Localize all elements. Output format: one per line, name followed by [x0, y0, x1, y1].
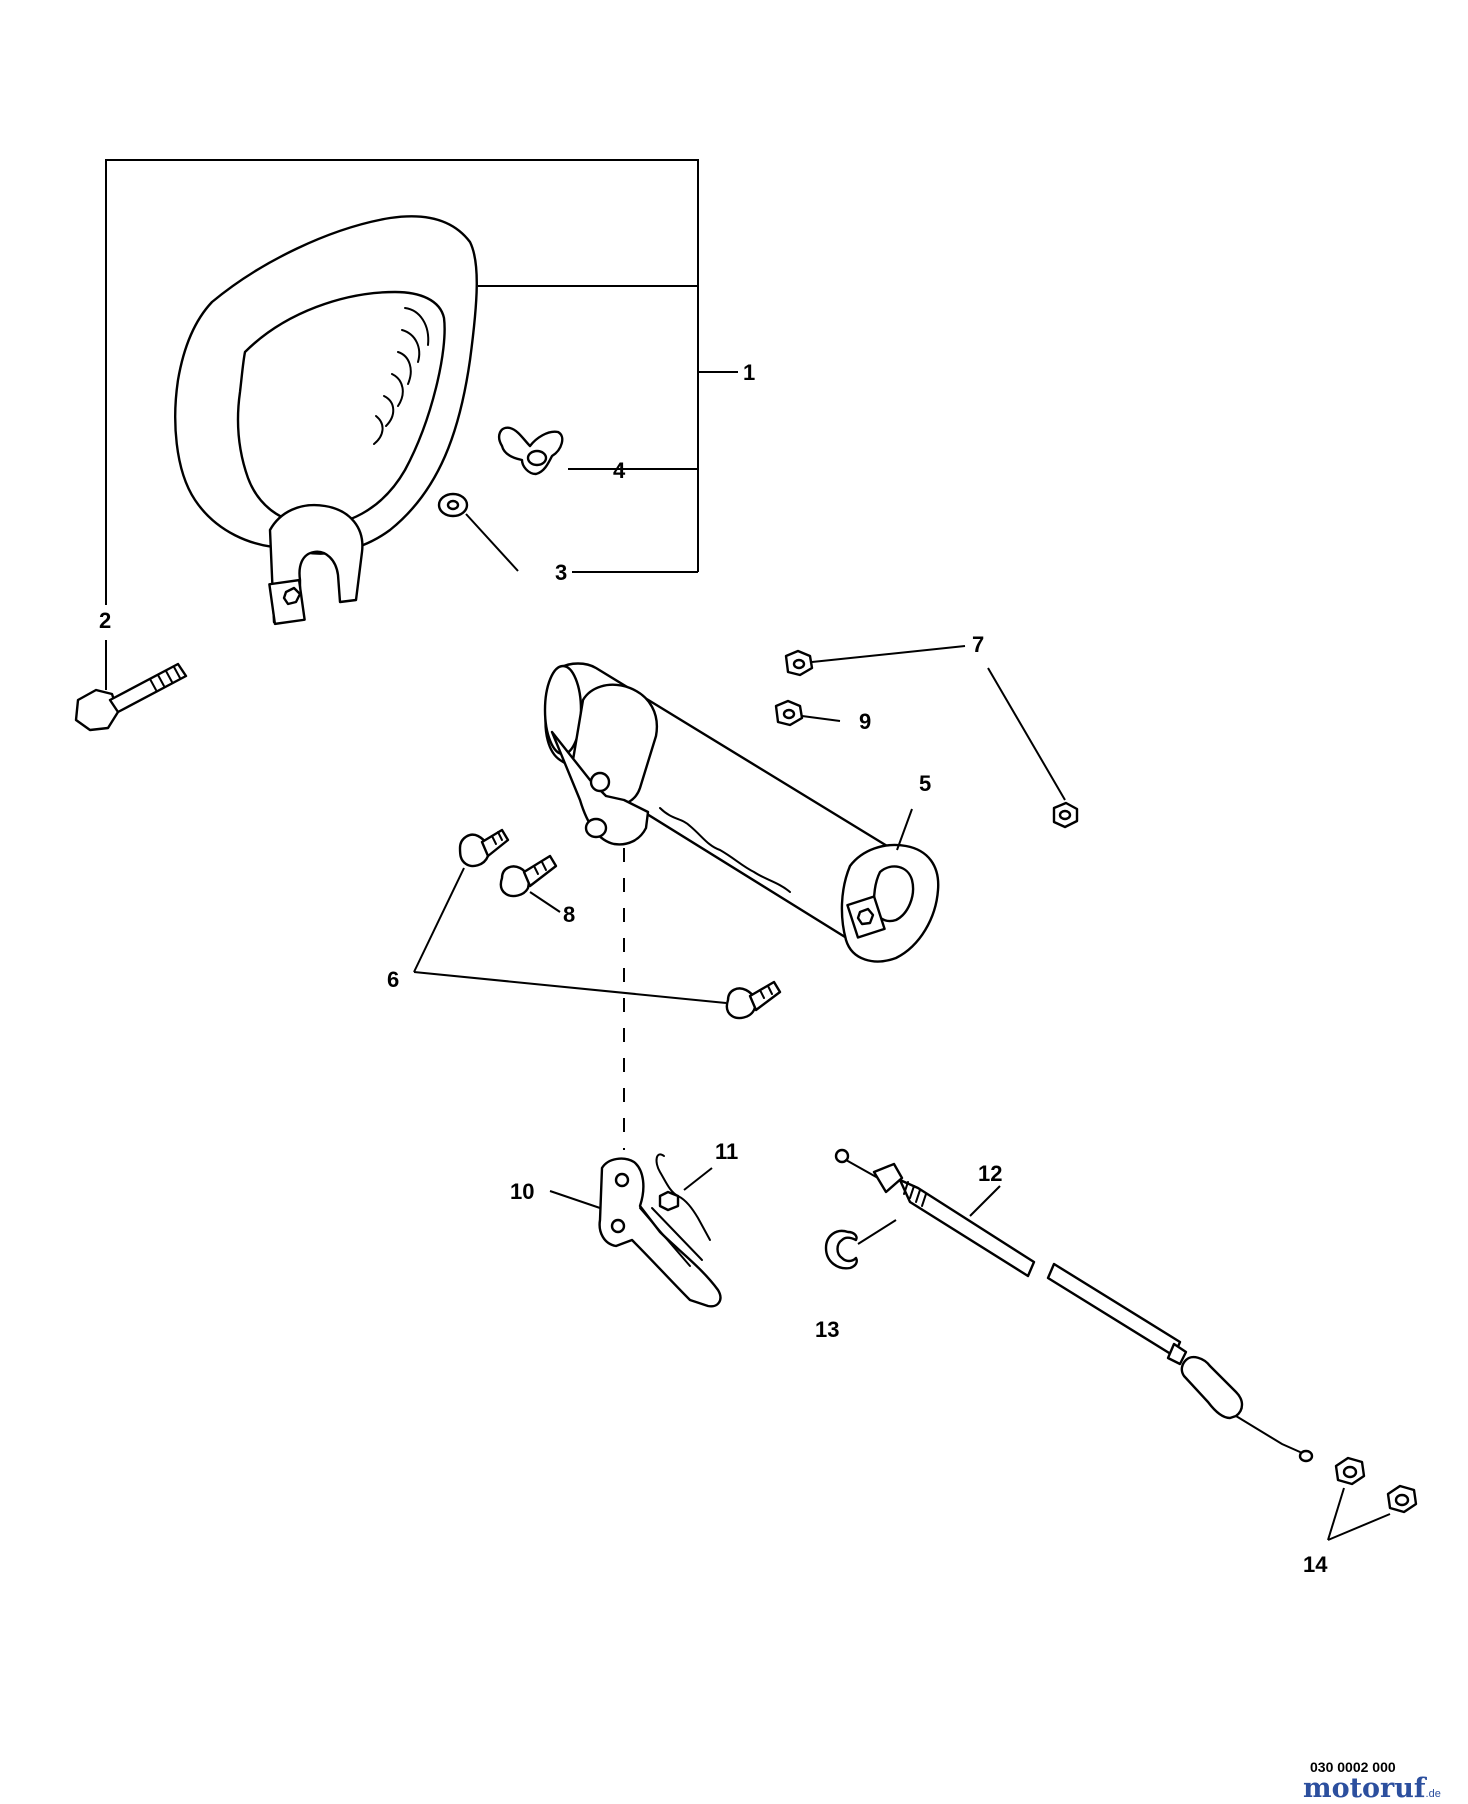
callout-10: 10	[510, 1179, 534, 1204]
screw-6-left-part	[413, 828, 510, 973]
diagram-code: 030 0002 000	[1310, 1759, 1396, 1775]
e-clip-part	[824, 1219, 897, 1270]
loop-handle-part	[174, 215, 478, 626]
callout-13: 13	[815, 1317, 839, 1342]
callout-9: 9	[859, 709, 871, 734]
callout-14: 14	[1303, 1552, 1328, 1577]
long-bolt-part	[74, 640, 188, 732]
callout-11: 11	[715, 1139, 738, 1164]
nut-7-lower-part	[987, 667, 1079, 829]
nut-7-upper-part	[784, 645, 966, 677]
nut-14-right-part	[1327, 1484, 1418, 1541]
screw-6-right-part	[413, 971, 782, 1020]
callout-5: 5	[919, 771, 931, 796]
callout-1: 1	[743, 360, 755, 385]
group-bracket-1	[105, 159, 738, 605]
callout-7: 7	[972, 632, 984, 657]
screw-8-part	[499, 854, 561, 913]
watermark-name: motoruf	[1303, 1773, 1426, 1804]
nut-9-part	[774, 699, 841, 727]
callout-12: 12	[978, 1161, 1002, 1186]
callout-8: 8	[563, 902, 575, 927]
watermark-logo: motoruf.de	[1303, 1773, 1441, 1804]
wing-nut-part	[498, 426, 605, 476]
throttle-lever-part	[549, 1157, 722, 1308]
callout-4: 4	[613, 458, 626, 483]
callout-3: 3	[555, 560, 567, 585]
nut-14-left-part	[1327, 1456, 1366, 1541]
callout-2: 2	[99, 608, 111, 633]
watermark-tld: .de	[1425, 1788, 1441, 1800]
spring-part	[655, 1153, 713, 1241]
washer-part	[437, 492, 519, 572]
throttle-cable-part	[834, 1148, 1314, 1463]
callout-6: 6	[387, 967, 399, 992]
front-grip-part	[543, 662, 940, 963]
